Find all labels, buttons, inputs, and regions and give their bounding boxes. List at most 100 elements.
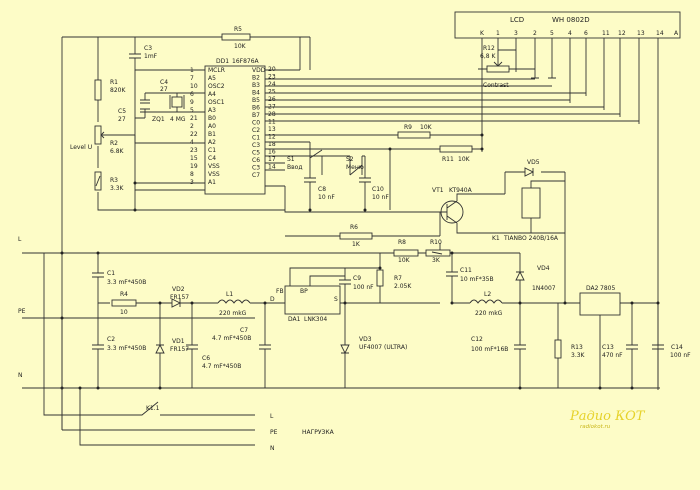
mcu-right-pin-number: 26 [268,96,276,103]
mcu-left-pin-name: A4 [208,91,216,98]
r10-label: R10 [430,239,442,246]
mcu-right-pin-number: 11 [268,119,276,126]
mcu-right-pin-number: 12 [268,134,276,141]
r6-label: R6 [350,224,358,231]
mcu-right-pin-number: 18 [268,141,276,148]
lcd-pin-label: 12 [618,30,626,37]
r5-value: 10K [234,43,247,50]
da1-pin-d: D [270,296,275,303]
lcd-pin-label: 2 [533,30,537,37]
r9-label: R9 [404,124,412,131]
r3-label: R3 [110,177,118,184]
lcd-pin-label: 4 [568,30,572,37]
mcu-left-pin-number: 3 [190,179,194,186]
r12-label: R12 [483,45,495,52]
s1-value: Ввод [287,164,302,171]
r9-value: 10K [420,124,433,131]
c1-value: 3.3 mF*450В [107,279,146,286]
mcu-right-pin-number: 23 [268,74,276,81]
k11-label: K1.1 [146,405,160,412]
da1-value: LNK304 [304,316,327,323]
mcu-left-pin-number: 23 [190,147,198,154]
n-input: N [18,372,23,379]
r7-value: 2.05K [394,283,412,290]
k1-value: TIANBO 240В/16А [503,235,559,242]
r12-value: 6,8 K [480,53,496,60]
mcu-right-pin-number: 24 [268,81,276,88]
mcu-right-pin-name: C1 [252,135,260,142]
r5-label: R5 [234,26,242,33]
c2-label: C2 [107,336,115,343]
c4-label: C4 [160,79,168,86]
c2-value: 3.3 mF*450В [107,345,146,352]
c4-value: 27 [160,86,168,93]
mcu-left-pin-number: 15 [190,155,198,162]
mcu-left-pin-name: OSC1 [208,99,225,106]
lcd-pin-label: 3 [514,30,518,37]
mcu-right-pin-name: B7 [252,112,260,119]
vd5-label: VD5 [527,159,540,166]
mcu-right-pin-number: 16 [268,149,276,156]
l-input: L [18,236,22,243]
r4-value: 10 [120,309,128,316]
r8-value: 10K [398,257,411,264]
r8-label: R8 [398,239,406,246]
mcu-right-pin-name: B2 [252,75,260,82]
vd3-label: VD3 [359,336,372,343]
s2-label: S2 [346,156,354,163]
c12-value: 100 mF*16В [471,346,508,353]
mcu-right-pin-name: B4 [252,90,260,97]
da1-pin-bp: BP [300,288,308,295]
contrast-label: Contrast [483,82,509,89]
c14-value: 100 nF [670,352,691,359]
da1-pin-s: S [334,296,338,303]
lcd-pin-label: 1 [496,30,500,37]
r6-value: 1K [352,241,361,248]
c8-value: 10 nF [318,194,335,201]
s1-label: S1 [287,156,295,163]
mcu-left-pin-number: 8 [190,171,194,178]
mcu-right-pin-name: C0 [252,120,260,127]
r13-value: 3.3K [571,352,586,359]
c5-label: C5 [118,108,126,115]
c11-value: 10 mF*35В [460,276,494,283]
mcu-right-pin-number: 20 [268,66,276,73]
r2-value: 6.8K [110,148,125,155]
c11-label: C11 [460,267,472,274]
c3-label: C3 [144,45,152,52]
r11-value: 10K [458,156,471,163]
pe-input: PE [18,308,26,315]
mcu-left-pin-name: B1 [208,131,216,138]
mcu-right-pin-name: C3 [252,142,260,149]
l2-label: L2 [484,291,491,298]
mcu-left-pin-number: 10 [190,83,198,90]
mcu-right-pin-number: 28 [268,111,276,118]
mcu-right-pin-number: 25 [268,89,276,96]
lcd-title: LCD [510,16,524,24]
mcu-right-pin-name: C5 [252,150,260,157]
r3-value: 3.3K [110,185,125,192]
mcu-left-pin-name: VSS [208,163,220,170]
r10-value: 3K [432,257,441,264]
radiokot-site: radiokot.ru [580,424,611,430]
r2-label: R2 [110,140,118,147]
mcu-left-pin-number: 5 [190,107,194,114]
mcu-right-pin-name: VDD [252,67,266,74]
lcd-pin-label: 6 [584,30,588,37]
vt1-value: KT940A [449,187,473,194]
da2-label: DA2 [586,285,599,292]
mcu-left-pin-number: 21 [190,115,198,122]
mcu-right-pin-name: C6 [252,157,260,164]
c1-label: C1 [107,270,115,277]
mcu-right-pin-name: B5 [252,97,260,104]
mcu-left-pin-number: 19 [190,163,198,170]
r4-label: R4 [120,291,128,298]
l1-value: 220 mkG [219,310,247,317]
c10-value: 10 nF [372,194,389,201]
vt1-label: VT1 [432,187,444,194]
mcu-left-pin-name: A0 [208,123,216,130]
c12-label: C12 [471,336,483,343]
c14-label: C14 [671,344,683,351]
c9-value: 100 nF [353,284,374,291]
